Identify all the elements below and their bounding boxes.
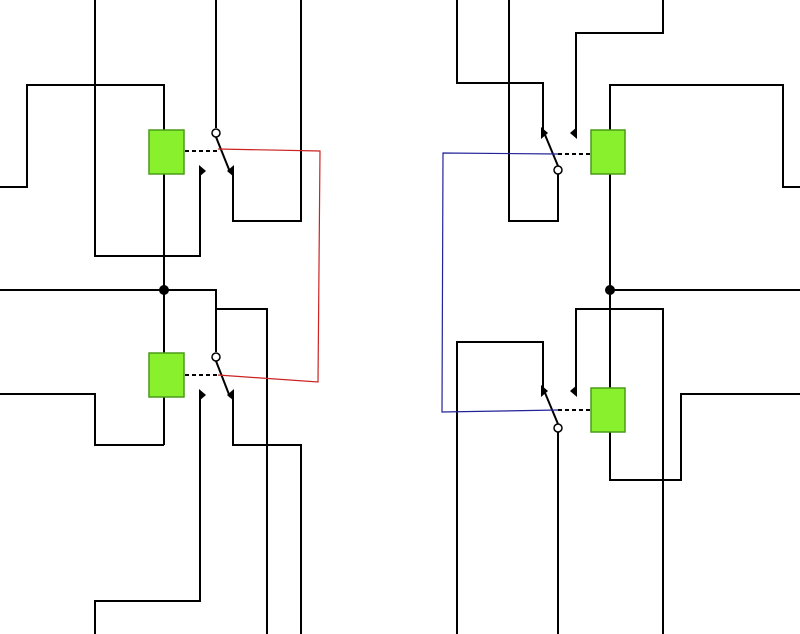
wire-left-top-vertical <box>94 0 201 257</box>
contact-top-right-blade <box>542 129 559 167</box>
contact-bottom-right[interactable] <box>541 385 577 433</box>
wire-right-top-inner <box>508 0 559 222</box>
interlock-link-right <box>441 152 559 413</box>
wire-left-top-contact-return <box>232 0 302 222</box>
wire-right-top-contact-feed <box>575 0 664 130</box>
contact-top-left[interactable] <box>199 128 234 177</box>
contact-bottom-right-blade <box>542 387 559 425</box>
coil-bottom-right[interactable] <box>590 387 626 433</box>
wire-left-upper-loop <box>0 84 165 290</box>
wire-left-bus <box>0 289 268 634</box>
contact-top-right-arrow-b <box>570 127 577 139</box>
right-circuit <box>441 0 800 634</box>
wire-right-bottom-contact-feed <box>575 308 664 634</box>
wire-left-bottom-feed <box>94 397 201 634</box>
wire-left-lower-loop <box>0 393 164 446</box>
contact-top-right[interactable] <box>541 127 577 175</box>
contact-top-left-arrow-a <box>199 165 206 177</box>
contact-top-right-arrow-a <box>541 127 548 139</box>
contact-bottom-right-terminal <box>553 423 563 433</box>
contact-top-left-arrow-b <box>227 165 234 177</box>
contact-bottom-left-terminal <box>211 352 221 362</box>
contact-bottom-left-blade <box>215 360 231 398</box>
contact-top-left-terminal <box>211 128 221 138</box>
contact-bottom-right-arrow-a <box>541 385 548 397</box>
coil-top-right[interactable] <box>590 129 626 175</box>
contact-bottom-right-arrow-b <box>570 385 577 397</box>
wire-right-top-left-loop <box>456 0 544 130</box>
junction-left <box>159 285 169 295</box>
interlock-link-left <box>217 148 321 383</box>
contact-bottom-left-arrow-a <box>199 389 206 401</box>
left-circuit <box>0 0 321 634</box>
wire-right-upper-loop <box>609 84 800 290</box>
wire-right-bottom-left-loop <box>456 341 544 634</box>
wire-left-bottom-contact-return <box>232 397 302 634</box>
contact-top-right-terminal <box>553 165 563 175</box>
contact-top-left-blade <box>215 136 231 173</box>
coil-bottom-left[interactable] <box>148 352 185 398</box>
contact-bottom-left-arrow-b <box>227 389 234 401</box>
coil-top-left[interactable] <box>148 129 185 175</box>
junction-right <box>605 285 615 295</box>
wire-right-junction-drop <box>609 290 800 481</box>
contact-bottom-left[interactable] <box>199 352 234 401</box>
